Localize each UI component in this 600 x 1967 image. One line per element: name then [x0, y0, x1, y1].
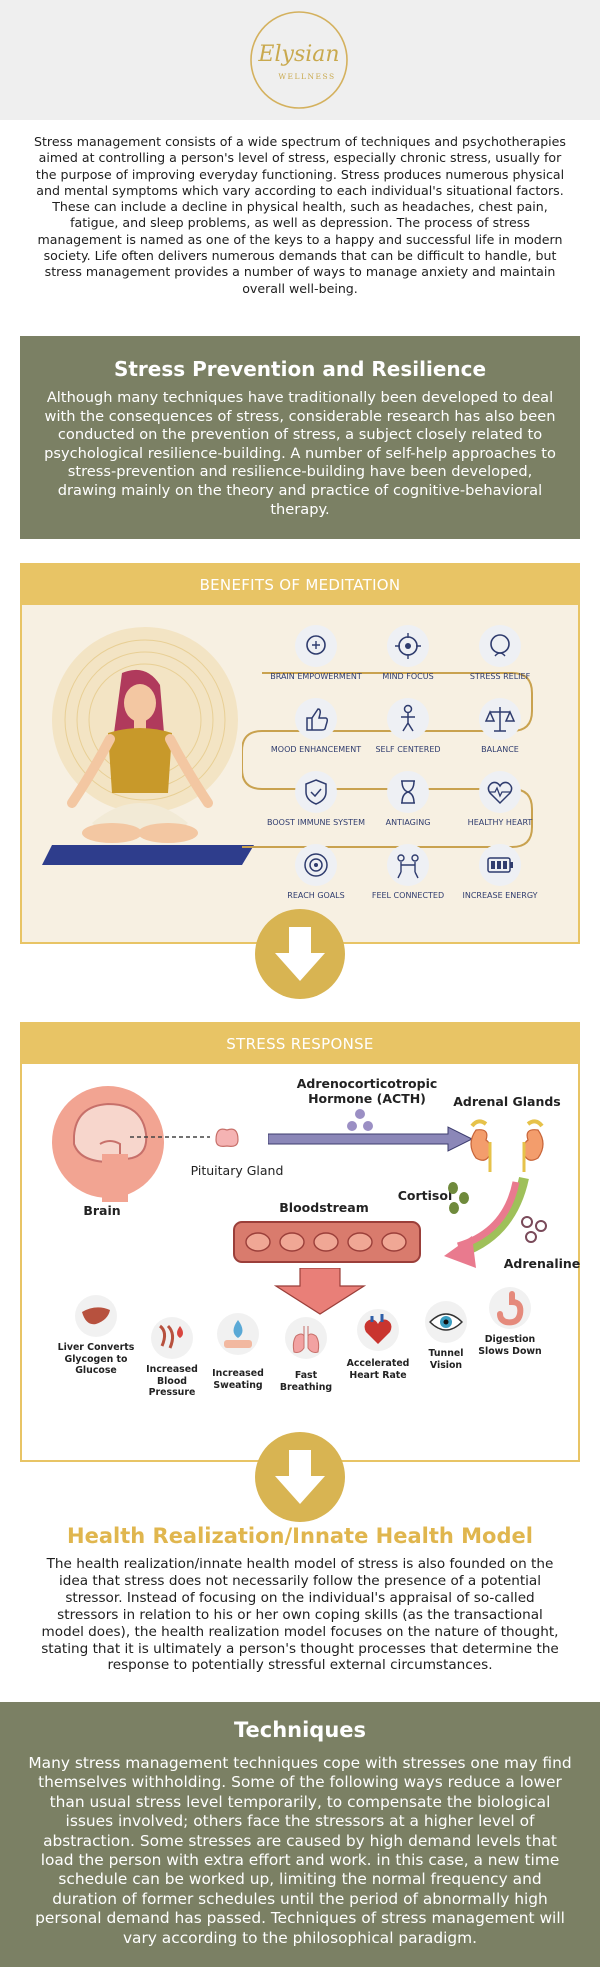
stomach-icon [488, 1286, 532, 1330]
header: Elysian WELLNESS [0, 0, 600, 120]
logo: Elysian WELLNESS [247, 8, 351, 112]
brain-label: Brain [83, 1203, 121, 1218]
logo-ring [250, 11, 348, 109]
balance-scale-icon [479, 698, 521, 740]
bloodstream-label: Bloodstream [279, 1200, 369, 1215]
resilience-section: Stress Prevention and Resilience Althoug… [20, 336, 580, 539]
benefit-label: ANTIAGING [385, 818, 431, 827]
hormone-molecules-icon [347, 1109, 373, 1131]
intro-paragraph: Stress management consists of a wide spe… [34, 134, 566, 296]
dashed-line [130, 1136, 210, 1138]
benefit-label: BALANCE [481, 745, 519, 754]
people-connected-icon [387, 844, 429, 886]
adrenaline-molecules-icon [521, 1216, 547, 1243]
down-arrow-circle [255, 1432, 345, 1522]
bloodstream-vessel [233, 1221, 421, 1263]
resilience-title: Stress Prevention and Resilience [113, 357, 487, 381]
meditation-body: BRAIN EMPOWERMENT MIND FOCUS STRESS RELI… [22, 605, 578, 942]
liver-icon [74, 1294, 118, 1338]
organ-label: Increased Sweating [212, 1368, 264, 1391]
benefit-label: BRAIN EMPOWERMENT [270, 672, 362, 681]
organ-label: Fast Breathing [279, 1370, 333, 1393]
battery-icon [479, 844, 521, 886]
yoga-mat [42, 845, 254, 865]
organ-label: Accelerated Heart Rate [346, 1358, 410, 1381]
brain-head-graphic [52, 1086, 164, 1202]
adrenal-glands-label: Adrenal Glands [453, 1094, 561, 1109]
lungs-icon [284, 1316, 328, 1360]
self-centered-icon [387, 698, 429, 740]
target-icon [295, 844, 337, 886]
organ-label: Tunnel Vision [428, 1348, 464, 1371]
blood-pressure-icon [150, 1316, 194, 1360]
benefit-label: MOOD ENHANCEMENT [270, 745, 362, 754]
adrenaline-label: Adrenaline [503, 1256, 581, 1271]
stress-response-card: STRESS RESPONSE Pituitary Gland Brain Ad… [20, 1022, 580, 1462]
benefit-label: STRESS RELIEF [469, 672, 531, 681]
organ-label: Liver Converts Glycogen to Glucose [57, 1342, 135, 1377]
techniques-title: Techniques [233, 1718, 367, 1742]
benefit-label: BOOST IMMUNE SYSTEM [267, 818, 365, 827]
acth-label-line1: Adrenocorticotropic [296, 1076, 438, 1091]
logo-script: Elysian [258, 42, 340, 67]
techniques-section: Techniques Many stress management techni… [0, 1702, 600, 1967]
meditation-title: BENEFITS OF MEDITATION [22, 565, 578, 605]
meditation-card: BENEFITS OF MEDITATION [20, 563, 580, 944]
benefit-label: MIND FOCUS [382, 672, 434, 681]
down-arrow-circle [255, 909, 345, 999]
benefit-label: SELF CENTERED [375, 745, 441, 754]
heart-icon [356, 1308, 400, 1352]
thumbs-up-icon [295, 698, 337, 740]
mind-focus-icon [387, 625, 429, 667]
eye-icon [424, 1300, 468, 1344]
stress-response-body: Pituitary Gland Brain Adrenocorticotropi… [22, 1064, 580, 1460]
cortisol-label: Cortisol [397, 1188, 453, 1203]
organ-label: Increased Blood Pressure [146, 1364, 198, 1399]
arrow-down-icon [275, 1450, 325, 1504]
brain-empowerment-icon [295, 625, 337, 667]
sweat-drop-icon [216, 1312, 260, 1356]
acth-arrow [268, 1126, 474, 1152]
benefit-label: FEEL CONNECTED [371, 891, 445, 900]
arrow-down-icon [275, 927, 325, 981]
bloodstream-down-arrow [274, 1268, 366, 1315]
meditating-woman-figure [67, 669, 213, 843]
benefits-connector [242, 672, 533, 848]
pituitary-label: Pituitary Gland [190, 1163, 284, 1178]
cortisol-molecules-icon [448, 1182, 469, 1214]
shield-icon [295, 771, 337, 813]
benefit-label: INCREASE ENERGY [462, 891, 538, 900]
organ-label: Digestion Slows Down [478, 1334, 542, 1357]
benefit-label: HEALTHY HEART [467, 818, 533, 827]
benefit-label: REACH GOALS [287, 891, 345, 900]
pituitary-gland-icon [215, 1128, 239, 1147]
resilience-body: Although many techniques have traditiona… [44, 389, 556, 518]
heart-pulse-icon [479, 771, 521, 813]
stress-relief-icon [479, 625, 521, 667]
health-model-body: The health realization/innate health mod… [41, 1556, 559, 1674]
stress-response-title: STRESS RESPONSE [22, 1024, 578, 1064]
hourglass-icon [387, 771, 429, 813]
adrenaline-arrow [444, 1176, 529, 1268]
techniques-body: Many stress management techniques cope w… [28, 1754, 572, 1947]
adrenal-glands-graphic [470, 1119, 544, 1172]
health-model-title: Health Realization/Innate Health Model [67, 1524, 533, 1548]
logo-subtitle: WELLNESS [278, 72, 336, 81]
acth-label-line2: Hormone (ACTH) [308, 1091, 426, 1106]
